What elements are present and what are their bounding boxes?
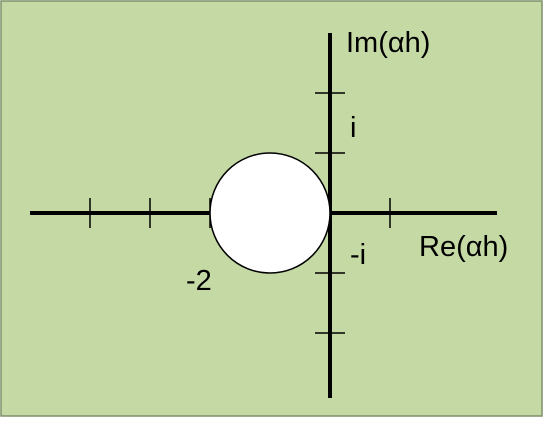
imag-axis-label: Im(αh)	[346, 27, 430, 59]
real-axis-label: Re(αh)	[419, 231, 508, 263]
label-neg-two: -2	[186, 265, 212, 297]
stability-region-disk	[209, 152, 331, 274]
label-neg-i: -i	[350, 239, 366, 271]
label-i: i	[350, 112, 356, 144]
